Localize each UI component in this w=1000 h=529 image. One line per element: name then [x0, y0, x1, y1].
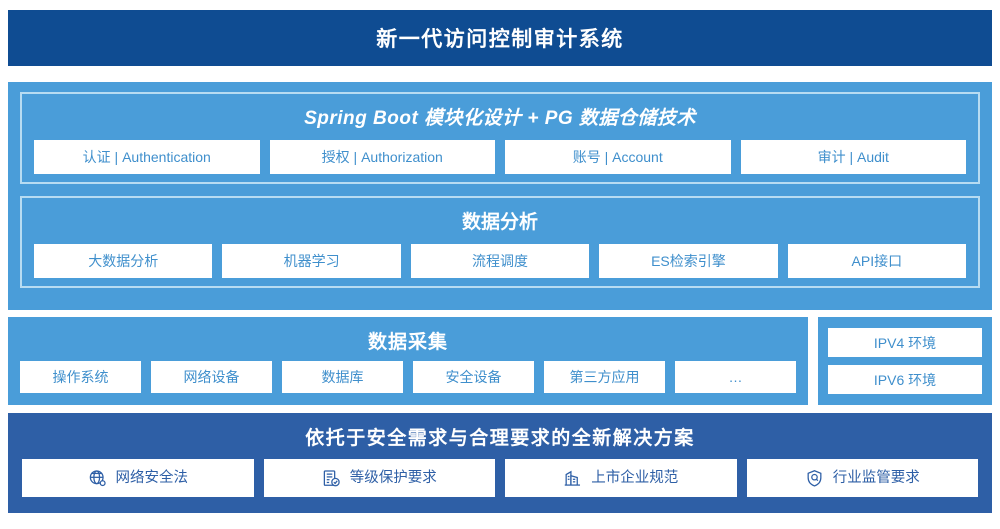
shield-search-icon	[805, 469, 824, 488]
chip-es-search-engine[interactable]: ES检索引擎	[599, 244, 778, 278]
chip-third-party-app[interactable]: 第三方应用	[544, 361, 665, 393]
building-icon	[563, 469, 582, 488]
chip-label: API接口	[851, 253, 903, 269]
globe-icon	[88, 469, 107, 488]
chip-label: 操作系统	[52, 369, 109, 385]
chip-label: 机器学习	[283, 253, 340, 269]
platform-panel: Spring Boot 模块化设计 + PG 数据仓储技术 认证 | Authe…	[8, 82, 992, 310]
chip-audit[interactable]: 审计 | Audit	[740, 140, 966, 174]
chip-label: 安全设备	[445, 369, 502, 385]
data-collection-title: 数据采集	[367, 332, 448, 353]
chip-authorization[interactable]: 授权 | Authorization	[269, 140, 495, 174]
chip-more-ellipsis[interactable]: …	[675, 361, 796, 393]
chip-industry-regulation[interactable]: 行业监管要求	[746, 459, 978, 497]
chip-label: 流程调度	[472, 253, 529, 269]
chip-authentication[interactable]: 认证 | Authentication	[34, 140, 260, 174]
chip-machine-learning[interactable]: 机器学习	[222, 244, 401, 278]
data-analysis-group-title: 数据分析	[461, 212, 538, 233]
chip-database[interactable]: 数据库	[282, 361, 403, 393]
data-collection-panel: 数据采集 操作系统 网络设备 数据库 安全设备 第三方应用 …	[8, 317, 808, 405]
chip-label: 行业监管要求	[832, 469, 920, 486]
chip-label: IPV4 环境	[873, 334, 937, 351]
chip-label: 审计 | Audit	[817, 149, 889, 165]
chip-label: 第三方应用	[569, 369, 640, 385]
chip-security-device[interactable]: 安全设备	[413, 361, 534, 393]
chip-account[interactable]: 账号 | Account	[505, 140, 731, 174]
chip-network-device[interactable]: 网络设备	[151, 361, 272, 393]
page-header: 新一代访问控制审计系统	[8, 10, 992, 66]
page-title: 新一代访问控制审计系统	[376, 28, 624, 51]
chip-classified-protection[interactable]: 等级保护要求	[263, 459, 495, 497]
spring-boot-items: 认证 | Authentication 授权 | Authorization 账…	[34, 140, 966, 174]
chip-label: 数据库	[321, 369, 364, 385]
chip-label: 等级保护要求	[349, 469, 437, 486]
data-collection-items: 操作系统 网络设备 数据库 安全设备 第三方应用 …	[20, 361, 796, 393]
chip-label: ES检索引擎	[651, 253, 726, 269]
chip-big-data-analysis[interactable]: 大数据分析	[34, 244, 213, 278]
spring-boot-group: Spring Boot 模块化设计 + PG 数据仓储技术 认证 | Authe…	[20, 92, 980, 184]
chip-process-scheduling[interactable]: 流程调度	[410, 244, 590, 278]
chip-label: IPV6 环境	[873, 371, 937, 388]
chip-label: 账号 | Account	[572, 149, 663, 165]
chip-label: 认证 | Authentication	[82, 149, 211, 165]
data-analysis-group: 数据分析 大数据分析 机器学习 流程调度 ES检索引擎 API接口	[20, 196, 980, 288]
chip-operating-system[interactable]: 操作系统	[20, 361, 141, 393]
data-analysis-items: 大数据分析 机器学习 流程调度 ES检索引擎 API接口	[34, 244, 967, 278]
chip-ipv6-environment[interactable]: IPV6 环境	[828, 365, 982, 394]
chip-label: 网络设备	[183, 369, 240, 385]
chip-cybersecurity-law[interactable]: 网络安全法	[22, 459, 254, 497]
spring-boot-group-title: Spring Boot 模块化设计 + PG 数据仓储技术	[304, 108, 696, 129]
document-check-icon	[322, 469, 341, 488]
chip-ipv4-environment[interactable]: IPV4 环境	[828, 328, 982, 357]
chip-label: …	[728, 369, 743, 385]
chip-label: 大数据分析	[88, 253, 159, 269]
solution-panel-title: 依托于安全需求与合理要求的全新解决方案	[305, 428, 695, 449]
chip-api-interface[interactable]: API接口	[787, 244, 967, 278]
chip-listed-company-norms[interactable]: 上市企业规范	[505, 459, 737, 497]
ip-environment-panel: IPV4 环境 IPV6 环境	[818, 317, 992, 405]
solution-items: 网络安全法 等级保护要求	[22, 459, 978, 497]
chip-label: 上市企业规范	[591, 469, 679, 486]
solution-panel: 依托于安全需求与合理要求的全新解决方案 网络安全法	[8, 413, 992, 513]
chip-label: 授权 | Authorization	[321, 149, 443, 165]
chip-label: 网络安全法	[115, 469, 189, 486]
